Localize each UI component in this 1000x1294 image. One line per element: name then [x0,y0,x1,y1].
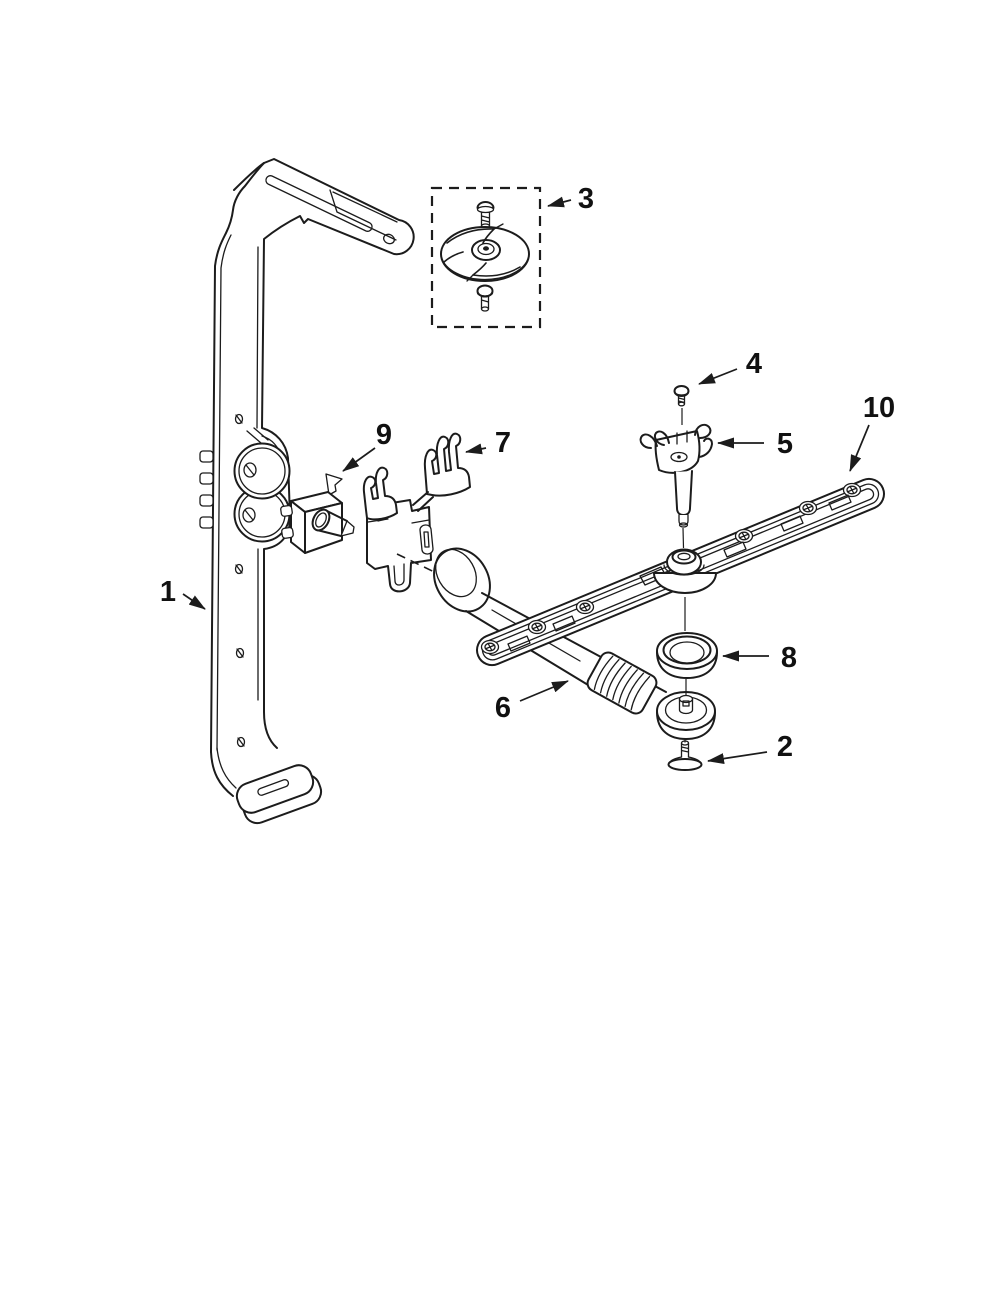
inlet-ports [233,442,291,543]
kit-screw-bottom [476,284,494,312]
callout-9: 9 [342,419,392,472]
callout-3-label: 3 [578,183,594,215]
callout-6-label: 6 [495,692,511,724]
callouts: 1 2 3 4 5 6 7 8 [160,183,895,765]
callout-2-arrow [707,751,768,765]
callout-10-arrow [849,424,870,472]
feed-tube-outline-left [210,162,265,753]
mounting-clip [639,423,713,528]
callout-4-arrow [698,368,738,385]
hub-mound [653,572,717,594]
feed-tube-tabs [199,450,214,529]
callout-10-label: 10 [863,392,895,424]
feed-tube-holes [234,413,246,748]
feed-tube-hub [656,691,716,740]
strap-slot [265,175,373,232]
kit-screw-top [476,201,495,229]
arm-screw-bosses [480,482,862,655]
callout-4-label: 4 [746,348,762,380]
mounting-screw [673,385,690,407]
clip-stem [674,470,693,516]
arm-face-slots [507,494,852,652]
retainer-stem [311,508,355,537]
support-bracket [362,432,471,593]
assembly-centerlines [681,408,687,743]
callout-1-arrow [182,593,206,610]
bracket-arm [412,491,434,512]
callout-1-label: 1 [160,576,176,608]
upper-spray-arm [476,477,885,667]
lower-feed-tube [433,547,716,740]
feed-tube-foot-slot [257,779,290,796]
callout-5-label: 5 [777,428,793,460]
feed-tube-inner-left [216,234,232,751]
strap-hole [383,233,395,245]
callout-7-arrow [465,443,487,455]
bracket-clip-fingers-top [423,432,471,497]
callout-2-label: 2 [777,731,793,763]
callout-2: 2 [707,731,793,765]
bellows [586,651,658,715]
callout-7: 7 [465,427,511,459]
callout-4: 4 [698,348,762,385]
feed-tube-bend [210,751,234,797]
callout-9-arrow [342,447,376,472]
callout-1: 1 [160,576,206,610]
callout-3: 3 [547,183,594,215]
callout-6: 6 [495,680,569,724]
feed-tube-outline-right [233,158,415,749]
feed-tube-inner-right [256,246,259,701]
kit-dashed-border [430,186,542,329]
callout-8-label: 8 [781,642,797,674]
callout-5: 5 [717,428,793,460]
water-feed-tube [199,158,415,825]
arm-screw [667,740,703,771]
impeller [440,223,530,282]
seal-ring [656,632,718,679]
retainer-flag [325,473,343,496]
feed-tube-foot-top [235,764,315,814]
bracket-u-hook [393,563,405,586]
callout-3-arrow [547,196,572,208]
callout-10: 10 [849,392,895,472]
callout-6-arrow [519,680,569,702]
bracket-side-loop [419,524,434,555]
bracket-clip-fingers-left [362,466,398,521]
funnel-bell [433,547,491,613]
impeller-kit-dashed-box [430,186,542,329]
callout-9-label: 9 [376,419,392,451]
callout-7-label: 7 [495,427,511,459]
retainer-block [280,473,355,554]
callout-8: 8 [722,642,797,674]
